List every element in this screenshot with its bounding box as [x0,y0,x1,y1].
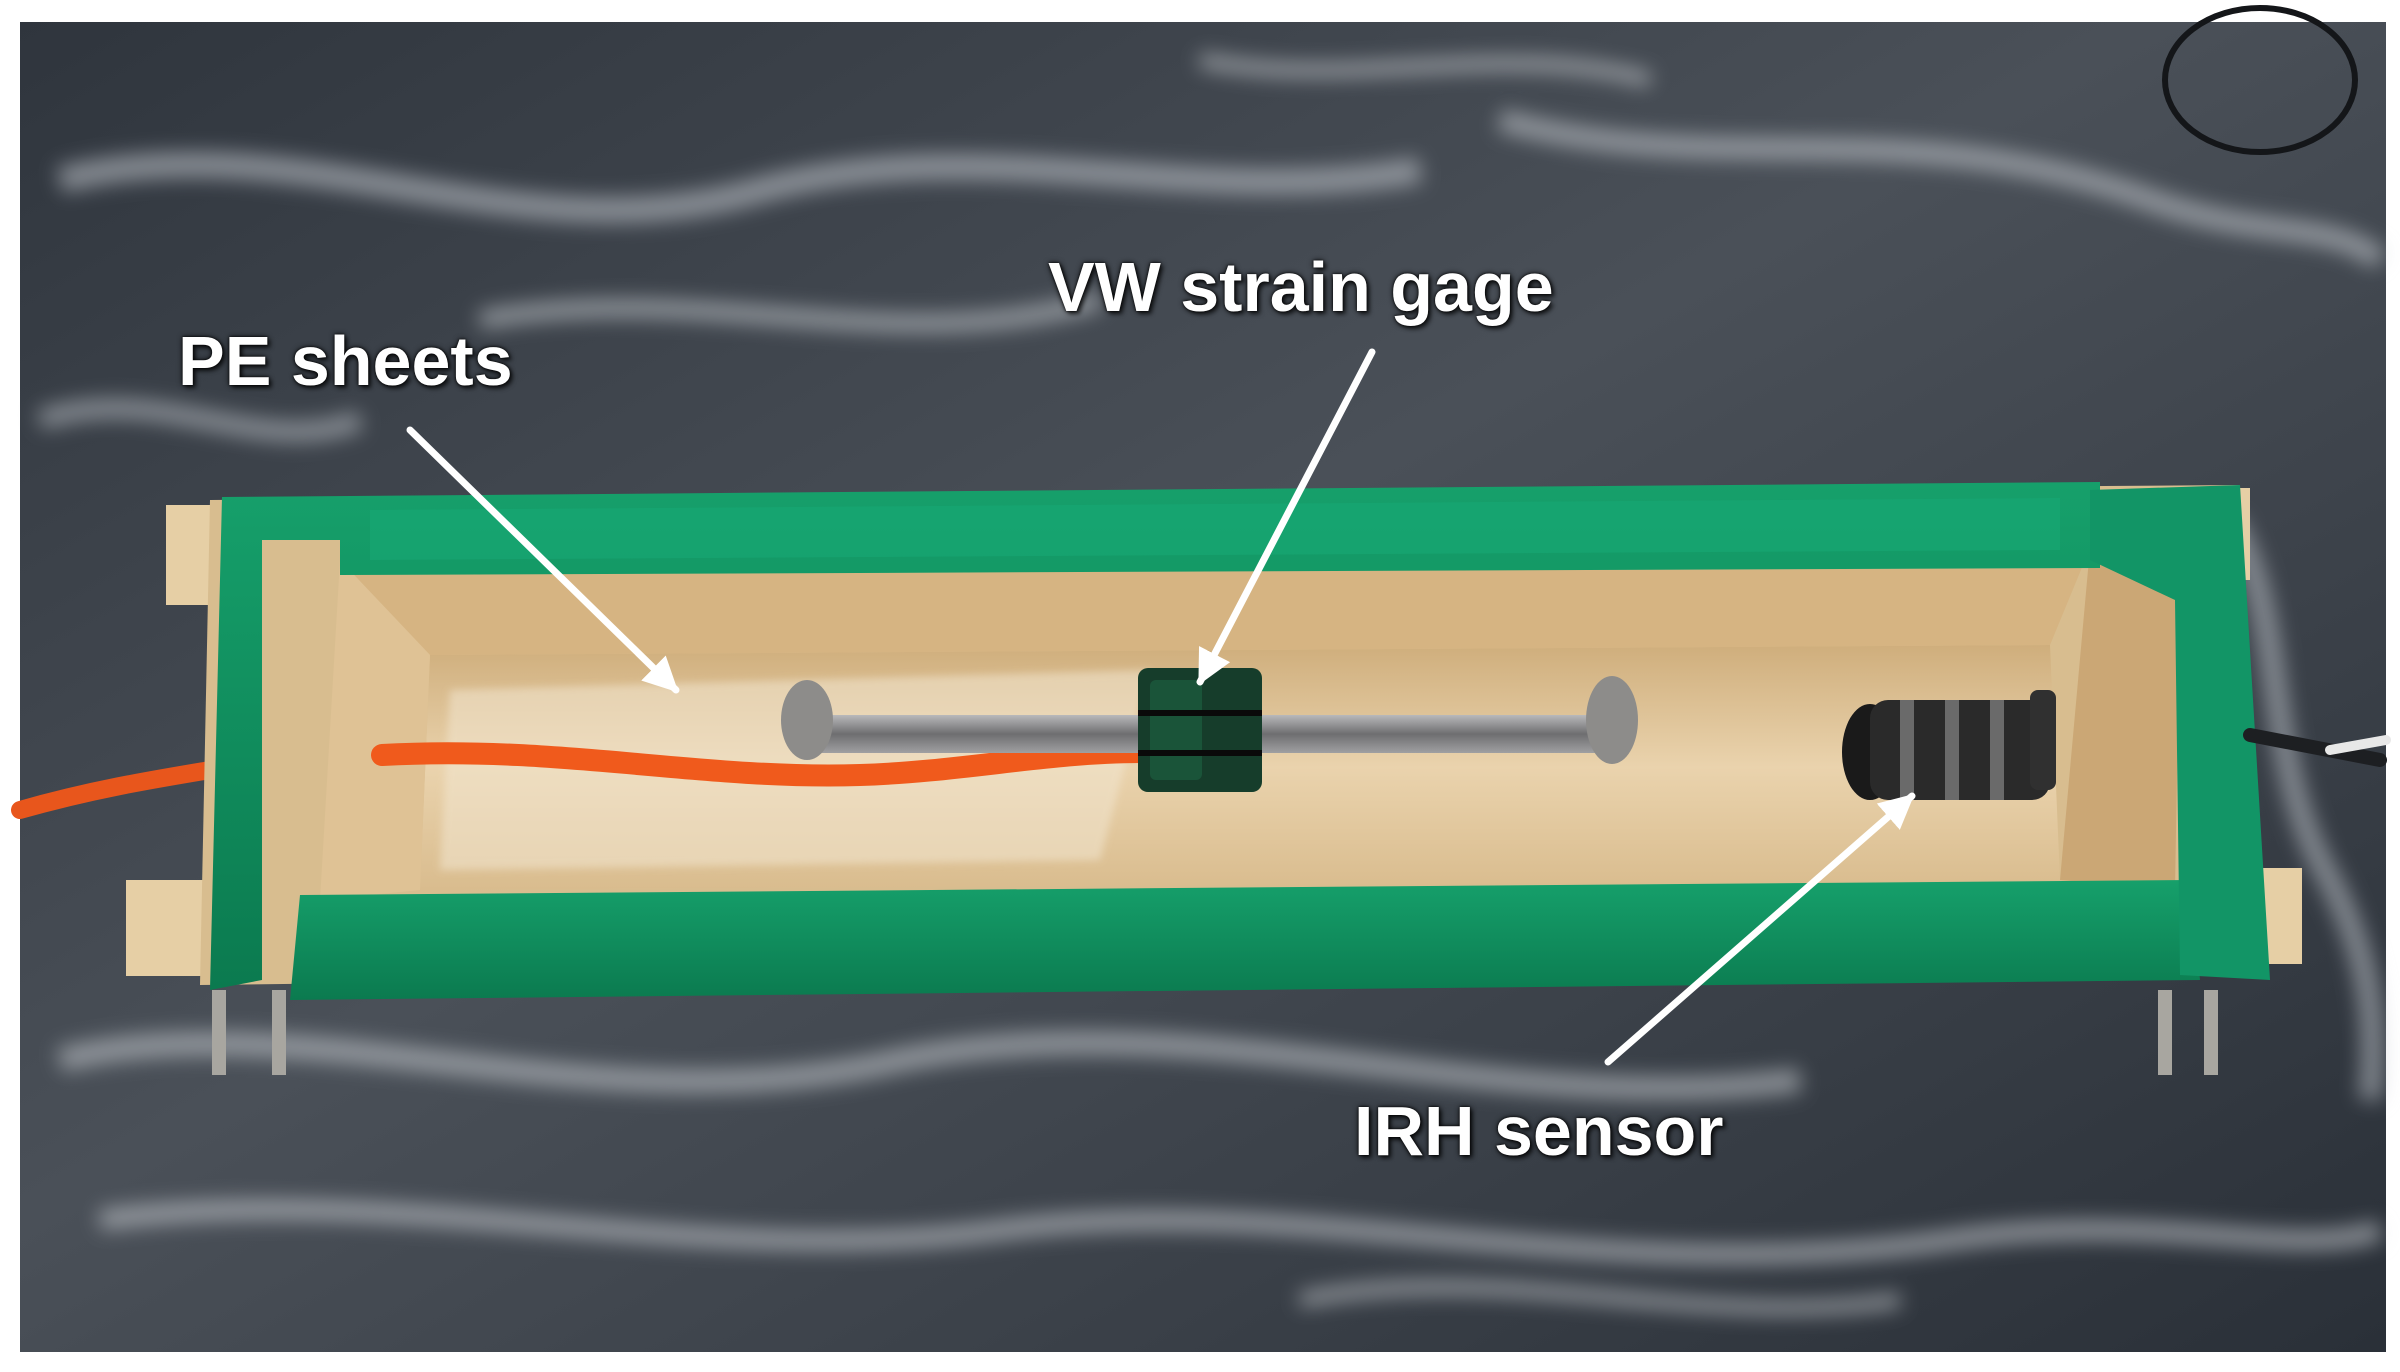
orange-cable [371,741,1151,787]
orange-cable-exit [11,761,219,819]
vw-strain-gage-label: VW strain gage [1048,248,1554,326]
vw-strain-gage-arrow [1196,348,1376,686]
pe-sheets-label: PE sheets [178,322,513,400]
irh-sensor-label: IRH sensor [1354,1092,1724,1170]
pe-sheets-arrow [406,426,680,694]
mold-bolts [212,990,2218,1075]
vw-strain-gage [781,668,1638,792]
callout-arrows [406,348,1916,1066]
irh-sensor [1842,690,2056,800]
irh-sensor-arrow [1604,792,1916,1066]
white-cable [2243,728,2387,767]
